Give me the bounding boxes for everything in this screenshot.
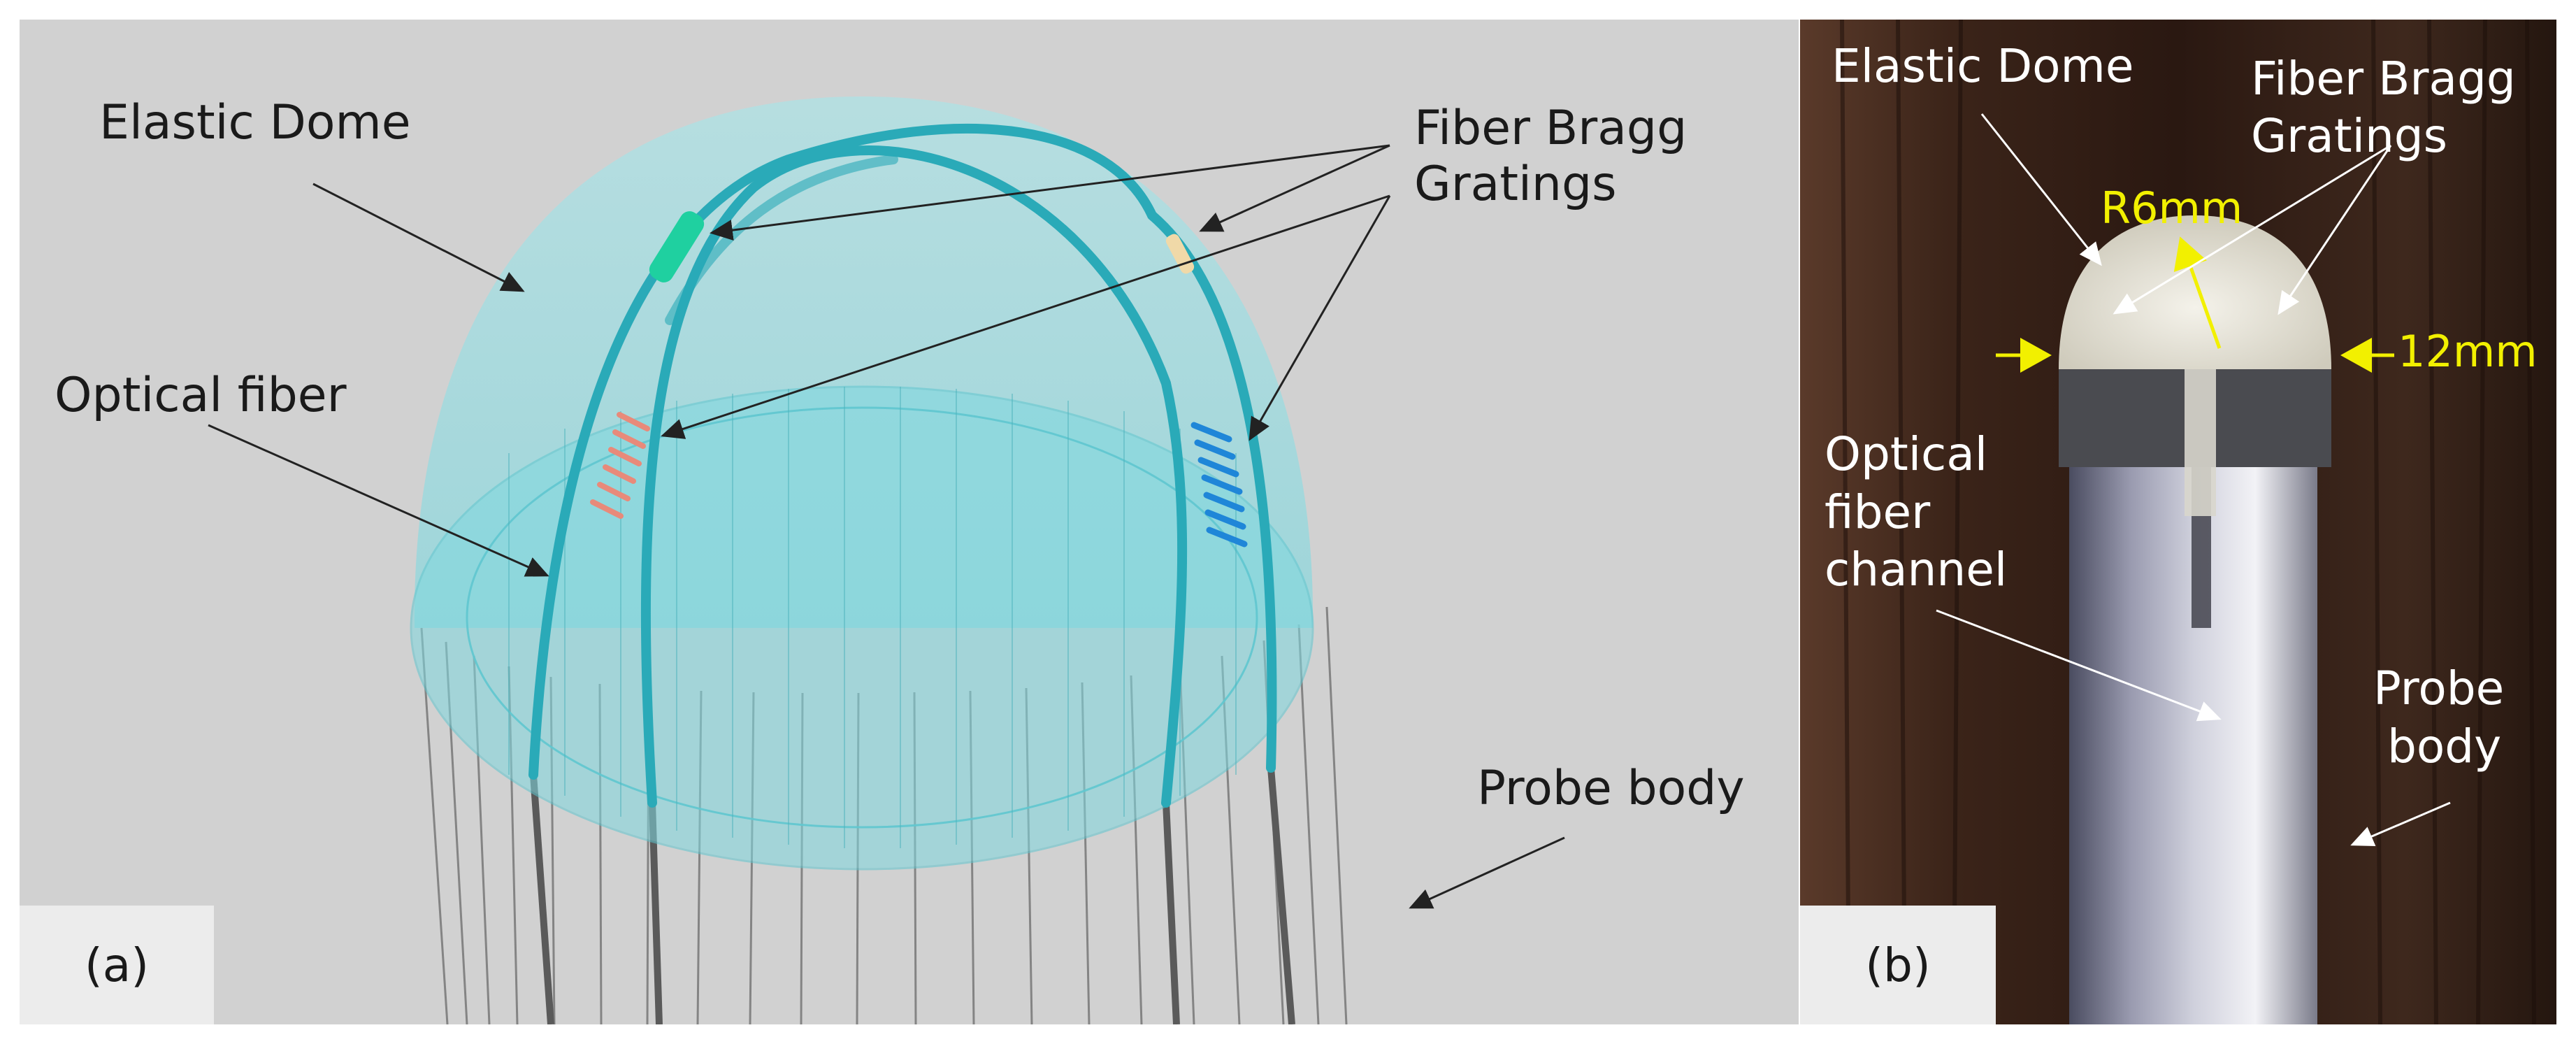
label-channel-line1: Optical <box>1825 427 1988 481</box>
label-radius: R6mm <box>2101 183 2243 234</box>
label-fbg-line1: Fiber Bragg <box>1414 101 1688 156</box>
label-channel-line2: fiber <box>1825 485 1931 539</box>
panel-a-illustration <box>208 96 1565 1024</box>
dome-base-ellipse <box>410 385 1314 871</box>
fbg-green <box>649 211 705 283</box>
probe-body-dark-fibers <box>530 767 1295 1024</box>
label-b-fbg-line2: Gratings <box>2251 109 2448 163</box>
panel-b: Elastic Dome Fiber Bragg Gratings R6mm 1… <box>1800 20 2556 1024</box>
dimension-arrows <box>1996 236 2394 373</box>
panel-a: Elastic Dome Fiber Bragg Gratings Optica… <box>20 20 1799 1024</box>
label-b-fbg-line1: Fiber Bragg <box>2251 52 2516 106</box>
fbg-blue <box>1190 422 1248 548</box>
dome-base-grid <box>508 387 1237 848</box>
label-diameter: 12mm <box>2398 326 2538 377</box>
panel-b-arrows <box>1936 113 2451 846</box>
label-probe-line1: Probe <box>2373 662 2505 715</box>
label-probe-line2: body <box>2387 720 2502 773</box>
panel-b-tag: (b) <box>1800 906 1996 1024</box>
panel-a-arrows <box>208 144 1565 909</box>
label-channel-line3: channel <box>1825 543 2008 596</box>
fbg-salmon <box>590 412 650 519</box>
label-b-elastic-dome: Elastic Dome <box>1832 39 2134 93</box>
panel-a-tag: (a) <box>20 906 214 1024</box>
label-probe-body: Probe body <box>1477 761 1745 816</box>
elastic-dome-photo <box>2059 215 2331 369</box>
label-elastic-dome: Elastic Dome <box>99 95 411 150</box>
panel-b-photo <box>1800 20 2556 1024</box>
label-optical-fiber: Optical fiber <box>55 368 347 423</box>
label-fbg-line2: Gratings <box>1414 157 1617 212</box>
